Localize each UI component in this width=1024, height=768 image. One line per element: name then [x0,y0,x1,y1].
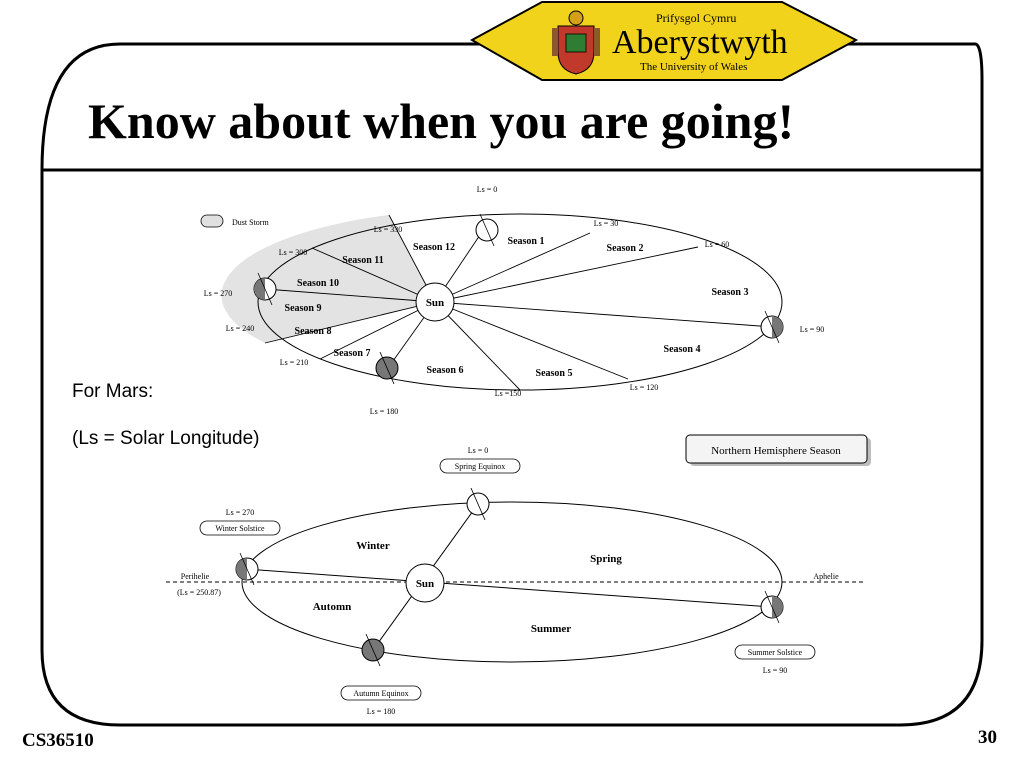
dust-storm-region [221,215,435,343]
sun-label: Sun [426,297,444,309]
bottom-sun-label: Sun [416,578,434,590]
ls-label: Ls = 30 [594,219,619,228]
season-box [685,434,868,464]
ls-label: Ls = 0 [477,185,498,194]
season-label: Season 10 [297,278,339,289]
summer-solstice-label: Summer Solstice [748,648,803,657]
ls-label: Ls = 270 [204,289,233,298]
season-label: Season 1 [508,236,545,247]
autumn-equinox-label: Autumn Equinox [353,689,408,698]
planet-spring-icon [466,487,490,521]
ls-label: Ls = 270 [226,508,255,517]
ls-label: Ls = 180 [367,707,396,716]
dust-storm-legend-swatch [200,214,224,228]
sun-icon [415,282,455,322]
season-label: Season 8 [295,326,332,337]
note-mars: For Mars: [72,381,154,402]
season-label: Season 11 [342,255,383,266]
ls-label: Ls = 240 [226,324,255,333]
planet-winter-icon [235,552,259,586]
aphelie-label: Aphelie [813,572,839,581]
spring-equinox-label: Spring Equinox [455,462,505,471]
season-label: Season 2 [607,243,644,254]
logo-line3: The University of Wales [640,61,748,73]
automn-label: Automn [313,601,352,613]
season-label: Season 9 [285,303,322,314]
season-label: Season 7 [334,348,371,359]
ls-label: Ls = 90 [800,325,825,334]
season-label: Season 5 [536,368,573,379]
season-label: Season 3 [712,287,749,298]
ls-label: Ls = 60 [705,240,730,249]
bottom-sun-icon [405,563,445,603]
page-number: 30 [978,727,997,748]
planet-ls0-icon [475,213,499,247]
note-ls: (Ls = Solar Longitude) [72,428,260,449]
ls-label: Ls = 90 [763,666,788,675]
page-title: Know about when you are going! [88,93,795,149]
winter-solstice-label: Winter Solstice [215,524,265,533]
ls-label: Ls = 300 [279,248,308,257]
planet-ls180-icon [375,351,399,385]
ls-label: Ls =150 [495,389,522,398]
ls-label: Ls = 120 [630,383,659,392]
season-label: Season 6 [427,365,464,376]
ls-label: Ls = 330 [374,225,403,234]
planet-ls270-icon [253,272,277,306]
planet-summer-icon [760,590,784,624]
logo-line2: Aberystwyth [612,24,788,61]
season-box-label: Northern Hemisphere Season [711,445,841,457]
season-boundary-lines [264,214,774,391]
crest-icon [552,10,600,75]
ls-label: Ls = 180 [370,407,399,416]
perihelie-label: Perihelie [181,572,210,581]
ls-label: Ls = 210 [280,358,309,367]
logo-line1: Prifysgol Cymru [656,11,737,25]
footer-course-code: CS36510 [22,730,94,751]
planet-autumn-icon [361,633,385,667]
planet-ls90-icon [760,310,784,344]
dust-storm-legend-label: Dust Storm [232,218,269,227]
perihelie-value: (Ls = 250.87) [177,588,221,597]
ls-label: Ls = 0 [468,446,489,455]
spring-label: Spring [590,553,622,565]
summer-label: Summer [531,623,571,635]
winter-label: Winter [356,540,390,552]
season-label: Season 4 [664,344,701,355]
season-label: Season 12 [413,242,455,253]
